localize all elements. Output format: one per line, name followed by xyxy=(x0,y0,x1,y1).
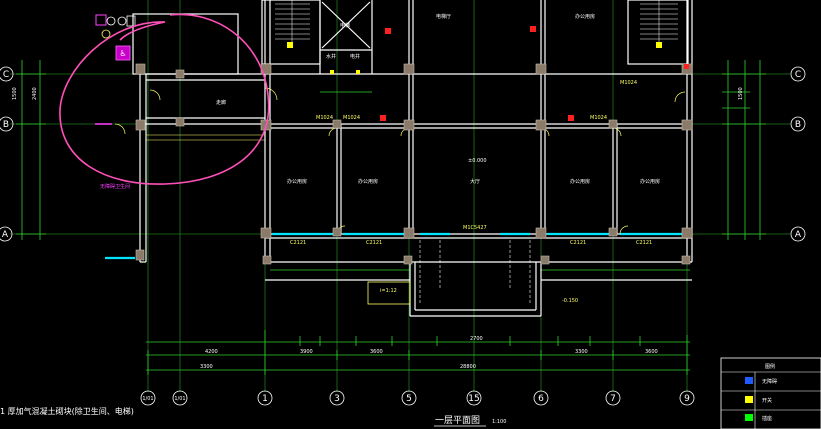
title-text: 一层平面图 xyxy=(435,415,480,426)
col-bubble-6: 15 xyxy=(468,394,479,404)
col-bubble-7: 6 xyxy=(538,394,544,404)
legend-label-3: 插座 xyxy=(762,415,772,422)
door-label-1: M1024 xyxy=(316,115,333,121)
porch-dashes xyxy=(419,240,531,305)
room-label-lift: 电梯 xyxy=(340,22,350,29)
legend-swatch-1 xyxy=(745,377,753,384)
legend-title: 图例 xyxy=(765,363,775,370)
col-bubble-5: 5 xyxy=(406,394,412,404)
room-label-office-2: 办公用房 xyxy=(358,178,378,185)
col-bubble-3: 1 xyxy=(262,394,268,404)
scale-text: 1:100 xyxy=(492,419,506,425)
row-a-left: A xyxy=(2,230,9,240)
entrance-label: M1C5427 xyxy=(463,225,487,231)
door-label-4: M1024 xyxy=(620,80,637,86)
dim-3: 3600 xyxy=(370,349,383,355)
col-bubble-8: 7 xyxy=(610,394,616,404)
dim-7: 3300 xyxy=(200,364,213,370)
legend-box: 图例 无障碍 开关 插座 xyxy=(720,357,821,429)
accessible-note: 无障碍卫生间 xyxy=(100,183,130,190)
dim-right: 1500 xyxy=(738,87,744,100)
room-label-hall: 大厅 xyxy=(470,178,480,185)
legend-label-1: 无障碍 xyxy=(762,378,777,385)
dimension-chains xyxy=(16,60,766,375)
window-label-4: C2121 xyxy=(636,240,652,246)
legend-swatch-2 xyxy=(745,396,753,403)
door-label-3: M1024 xyxy=(590,115,607,121)
yellow-markers xyxy=(287,42,662,74)
col-bubble-4: 3 xyxy=(334,394,340,404)
column-bubbles xyxy=(140,390,695,406)
window-label-3: C2121 xyxy=(570,240,586,246)
col-bubble-9: 9 xyxy=(684,394,690,404)
row-b-left: B xyxy=(3,120,9,130)
room-label-shaft1: 水井 xyxy=(326,53,336,60)
svg-text:♿: ♿ xyxy=(119,49,126,58)
dim-4: 2700 xyxy=(470,336,483,342)
room-label-office-top: 办公用房 xyxy=(575,13,595,20)
row-bubbles xyxy=(0,66,806,242)
row-c-left: C xyxy=(3,70,9,80)
dim-5: 3300 xyxy=(575,349,588,355)
accessible-toilet: ♿ xyxy=(95,14,136,61)
drawing-title: 一层平面图 1:100 1 厚加气混凝土砌块(除卫生间、电梯) xyxy=(0,406,506,427)
row-a-right: A xyxy=(795,230,802,240)
legend-label-2: 开关 xyxy=(762,397,772,404)
dim-6: 3600 xyxy=(645,349,658,355)
ramp-box xyxy=(367,281,411,305)
room-label-office-4: 办公用房 xyxy=(640,178,660,185)
window-label-1: C2121 xyxy=(290,240,306,246)
col-bubble-2: 1/01 xyxy=(174,396,185,402)
dim-2: 3900 xyxy=(300,349,313,355)
room-label-corridor: 走廊 xyxy=(216,99,226,106)
row-bubble-labels: C B A C B A xyxy=(2,70,802,240)
dimension-text: 28800 4200 3900 3600 2700 3300 3600 3300… xyxy=(12,87,744,370)
door-label-2: M1024 xyxy=(343,115,360,121)
door-swings xyxy=(114,87,686,235)
fixture-markers xyxy=(380,26,689,121)
footnote-text: 1 厚加气混凝土砌块(除卫生间、电梯) xyxy=(0,406,134,416)
markup-circle xyxy=(59,13,270,185)
windows xyxy=(105,232,685,260)
dim-total: 28800 xyxy=(460,364,476,370)
room-label-lobby-top: 电梯厅 xyxy=(436,13,451,20)
legend-swatch-3 xyxy=(745,414,753,421)
ramp-label: i=1:12 xyxy=(380,288,397,294)
row-b-right: B xyxy=(795,120,801,130)
col-bubble-1: 1/01 xyxy=(142,396,153,402)
stair-treads xyxy=(275,0,678,44)
window-label-2: C2121 xyxy=(366,240,382,246)
dim-top: 2400 xyxy=(32,87,38,100)
dim-left: 1500 xyxy=(12,87,18,100)
columns xyxy=(135,63,693,265)
dim-1: 4200 xyxy=(205,349,218,355)
column-bubble-labels: 1/01 1/01 1 3 5 15 6 7 9 xyxy=(142,394,690,404)
step-label: -0.150 xyxy=(562,298,578,304)
room-label-office-3: 办公用房 xyxy=(570,178,590,185)
walls xyxy=(132,0,693,317)
row-c-right: C xyxy=(795,70,801,80)
room-label-office-1: 办公用房 xyxy=(287,178,307,185)
room-label-shaft2: 电井 xyxy=(350,53,360,60)
level-mark: ±0.000 xyxy=(468,158,487,164)
room-labels: 电梯厅 办公用房 电梯 水井 电井 办公用房 办公用房 大厅 办公用房 办公用房… xyxy=(100,13,660,304)
